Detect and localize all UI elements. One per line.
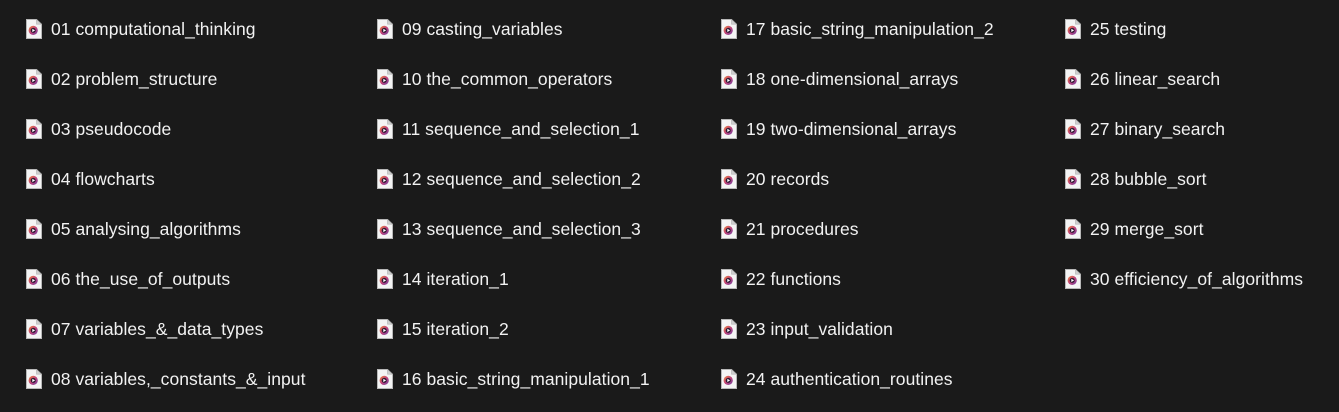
file-list-item[interactable]: 27 binary_search — [1065, 114, 1225, 144]
file-name-label: 10 the_common_operators — [402, 69, 613, 89]
file-list-item[interactable]: 15 iteration_2 — [377, 314, 509, 344]
video-file-icon — [26, 369, 42, 389]
video-file-icon — [26, 319, 42, 339]
file-list-item[interactable]: 19 two-dimensional_arrays — [721, 114, 956, 144]
video-file-icon — [377, 369, 393, 389]
file-name-label: 07 variables_&_data_types — [51, 319, 264, 339]
file-name-label: 14 iteration_1 — [402, 269, 509, 289]
file-column-2: 09 casting_variables 10 the_common_opera… — [377, 0, 715, 412]
video-file-icon — [721, 219, 737, 239]
video-file-icon — [721, 69, 737, 89]
video-file-icon — [26, 269, 42, 289]
file-list-item[interactable]: 21 procedures — [721, 214, 859, 244]
video-file-icon — [377, 119, 393, 139]
video-file-icon — [1065, 169, 1081, 189]
file-list-item[interactable]: 06 the_use_of_outputs — [26, 264, 230, 294]
file-list-item[interactable]: 13 sequence_and_selection_3 — [377, 214, 641, 244]
file-name-label: 22 functions — [746, 269, 841, 289]
file-name-label: 08 variables,_constants_&_input — [51, 369, 306, 389]
file-list-item[interactable]: 11 sequence_and_selection_1 — [377, 114, 639, 144]
video-file-icon — [26, 19, 42, 39]
file-name-label: 21 procedures — [746, 219, 859, 239]
file-list-item[interactable]: 18 one-dimensional_arrays — [721, 64, 958, 94]
file-name-label: 25 testing — [1090, 19, 1167, 39]
file-name-label: 06 the_use_of_outputs — [51, 269, 231, 289]
file-list-item[interactable]: 17 basic_string_manipulation_2 — [721, 14, 994, 44]
file-column-1: 01 computational_thinking 02 problem_str… — [26, 0, 371, 412]
video-file-icon — [1065, 19, 1081, 39]
file-column-3: 17 basic_string_manipulation_2 18 one-di… — [721, 0, 1059, 412]
file-name-label: 27 binary_search — [1090, 119, 1226, 139]
file-name-label: 28 bubble_sort — [1090, 169, 1207, 189]
file-name-label: 13 sequence_and_selection_3 — [402, 219, 641, 239]
file-list-item[interactable]: 14 iteration_1 — [377, 264, 509, 294]
file-list-item[interactable]: 03 pseudocode — [26, 114, 171, 144]
video-file-icon — [721, 169, 737, 189]
file-list-item[interactable]: 12 sequence_and_selection_2 — [377, 164, 641, 194]
file-name-label: 26 linear_search — [1090, 69, 1221, 89]
video-file-icon — [1065, 119, 1081, 139]
file-list-item[interactable]: 30 efficiency_of_algorithms — [1065, 264, 1303, 294]
file-name-label: 19 two-dimensional_arrays — [746, 119, 957, 139]
file-list-item[interactable]: 23 input_validation — [721, 314, 893, 344]
file-list-item[interactable]: 20 records — [721, 164, 829, 194]
file-name-label: 18 one-dimensional_arrays — [746, 69, 959, 89]
file-name-label: 09 casting_variables — [402, 19, 563, 39]
video-file-icon — [721, 19, 737, 39]
file-list-item[interactable]: 01 computational_thinking — [26, 14, 256, 44]
video-file-icon — [26, 169, 42, 189]
file-name-label: 30 efficiency_of_algorithms — [1090, 269, 1304, 289]
file-list-item[interactable]: 24 authentication_routines — [721, 364, 953, 394]
file-name-label: 24 authentication_routines — [746, 369, 953, 389]
video-file-icon — [721, 119, 737, 139]
file-list-item[interactable]: 08 variables,_constants_&_input — [26, 364, 306, 394]
file-name-label: 17 basic_string_manipulation_2 — [746, 19, 994, 39]
video-file-icon — [1065, 269, 1081, 289]
video-file-icon — [377, 19, 393, 39]
video-file-icon — [721, 369, 737, 389]
video-file-icon — [26, 219, 42, 239]
file-name-label: 20 records — [746, 169, 830, 189]
file-list-item[interactable]: 04 flowcharts — [26, 164, 155, 194]
video-file-icon — [1065, 69, 1081, 89]
file-name-label: 12 sequence_and_selection_2 — [402, 169, 641, 189]
video-file-icon — [721, 319, 737, 339]
file-name-label: 01 computational_thinking — [51, 19, 256, 39]
video-file-icon — [26, 69, 42, 89]
file-list-item[interactable]: 28 bubble_sort — [1065, 164, 1206, 194]
file-list-item[interactable]: 22 functions — [721, 264, 841, 294]
file-list-item[interactable]: 25 testing — [1065, 14, 1166, 44]
video-file-icon — [1065, 219, 1081, 239]
video-file-icon — [721, 269, 737, 289]
file-list-item[interactable]: 02 problem_structure — [26, 64, 217, 94]
file-column-4: 25 testing 26 linear_search — [1065, 0, 1339, 412]
video-file-icon — [377, 169, 393, 189]
video-file-icon — [377, 219, 393, 239]
file-list-item[interactable]: 29 merge_sort — [1065, 214, 1204, 244]
video-file-icon — [377, 319, 393, 339]
file-list-item[interactable]: 05 analysing_algorithms — [26, 214, 241, 244]
file-name-label: 11 sequence_and_selection_1 — [402, 119, 640, 139]
file-name-label: 02 problem_structure — [51, 69, 218, 89]
file-list-item[interactable]: 10 the_common_operators — [377, 64, 612, 94]
file-list-item[interactable]: 16 basic_string_manipulation_1 — [377, 364, 650, 394]
file-name-label: 03 pseudocode — [51, 119, 172, 139]
video-file-icon — [26, 119, 42, 139]
file-name-label: 15 iteration_2 — [402, 319, 509, 339]
file-list-item[interactable]: 07 variables_&_data_types — [26, 314, 263, 344]
file-name-label: 04 flowcharts — [51, 169, 155, 189]
file-name-label: 05 analysing_algorithms — [51, 219, 241, 239]
file-name-label: 29 merge_sort — [1090, 219, 1204, 239]
file-name-label: 23 input_validation — [746, 319, 893, 339]
video-file-icon — [377, 69, 393, 89]
file-list-item[interactable]: 09 casting_variables — [377, 14, 563, 44]
video-file-icon — [377, 269, 393, 289]
file-name-label: 16 basic_string_manipulation_1 — [402, 369, 650, 389]
file-list-item[interactable]: 26 linear_search — [1065, 64, 1220, 94]
